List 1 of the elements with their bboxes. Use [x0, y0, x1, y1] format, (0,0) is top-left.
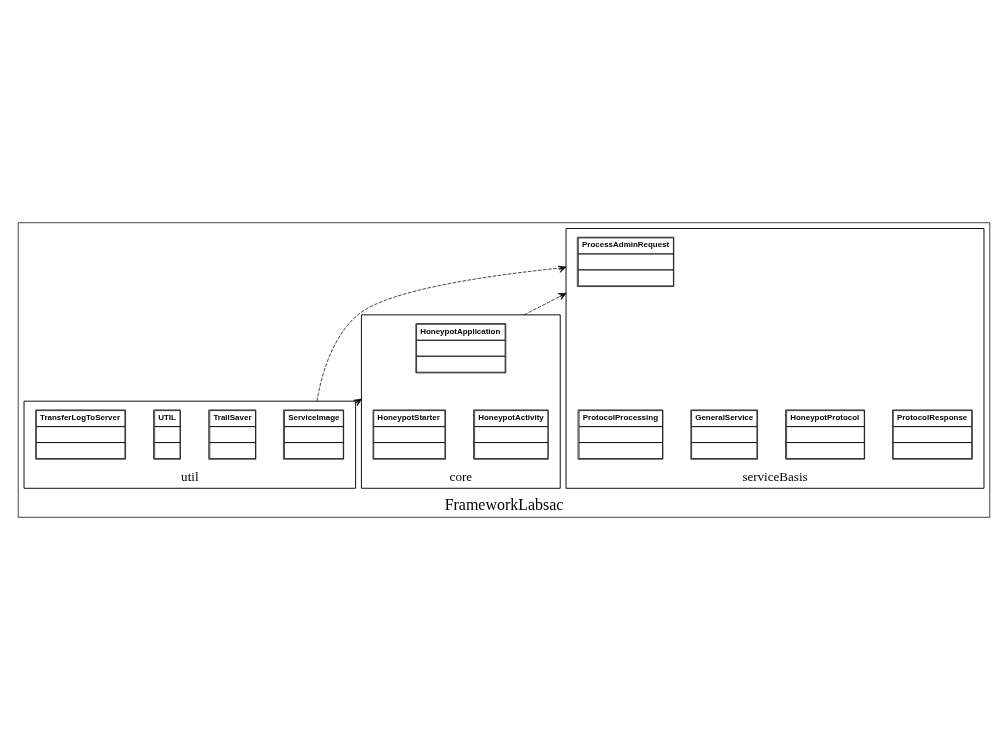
arrow	[523, 292, 567, 316]
